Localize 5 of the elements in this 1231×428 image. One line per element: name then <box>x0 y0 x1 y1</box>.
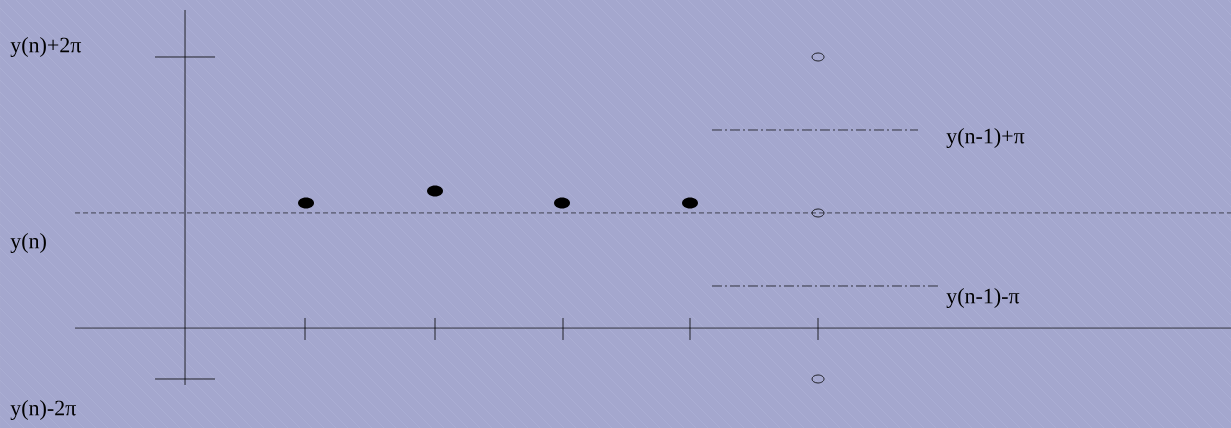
axis-label: y(n-1)-π <box>946 288 1020 308</box>
axis-label: y(n-1)+π <box>946 128 1025 148</box>
axis-label: y(n) <box>10 233 46 253</box>
axis-label: y(n)+2π <box>10 37 82 57</box>
axis-label: y(n)-2π <box>10 400 76 420</box>
